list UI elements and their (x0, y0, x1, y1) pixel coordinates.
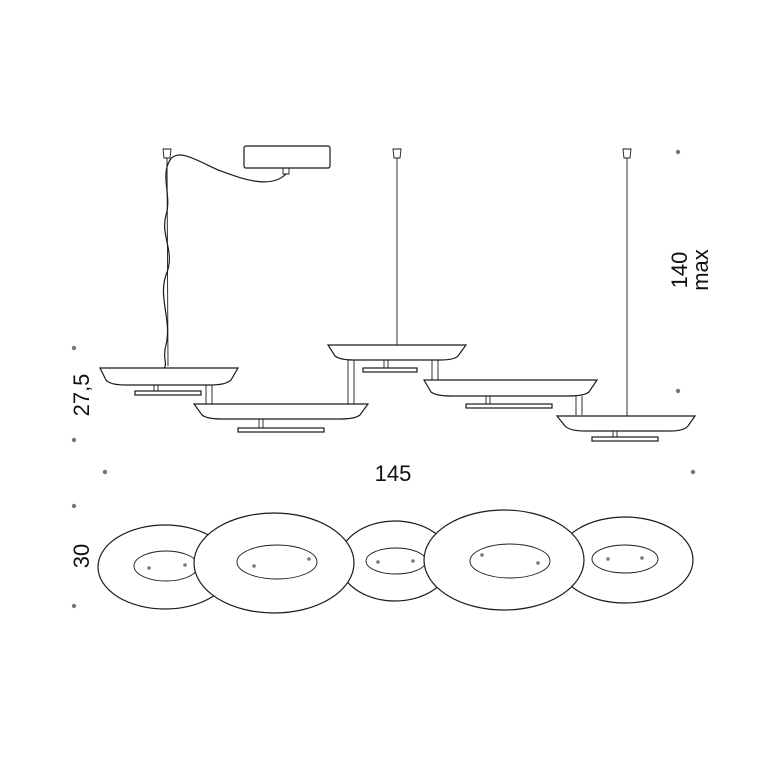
marker-height-top (675, 149, 681, 155)
shade-2 (192, 403, 370, 433)
shade-3 (326, 344, 468, 373)
dimension-markers (71, 149, 696, 609)
marker-height-bottom (675, 388, 681, 394)
shade-1 (99, 367, 240, 396)
dimension-labels: 140 max 27,5 145 30 (69, 249, 713, 568)
plan-view (97, 509, 694, 614)
hook-middle (392, 148, 402, 159)
ceiling-canopy (243, 145, 331, 169)
front-elevation (99, 145, 697, 442)
shade-height-label: 27,5 (69, 374, 94, 417)
depth-label: 30 (69, 544, 94, 568)
shade-4 (422, 379, 599, 409)
arm-4-5 (575, 396, 583, 415)
canopy-cable-outlet (282, 168, 290, 175)
marker-shade-bottom (71, 437, 77, 443)
marker-depth-top (71, 503, 77, 509)
height-max-value: 140 (667, 252, 692, 289)
height-max-unit: max (688, 249, 713, 291)
power-cable (162, 154, 287, 369)
hook-right (622, 148, 632, 159)
arm-3-4 (431, 360, 439, 380)
disc-4 (423, 509, 585, 611)
arm-2-3 (347, 360, 355, 404)
shade-5 (555, 415, 697, 442)
disc-2 (193, 512, 355, 614)
width-label: 145 (375, 461, 412, 486)
marker-depth-bottom (71, 603, 77, 609)
marker-shade-top (71, 345, 77, 351)
marker-width-right (690, 469, 696, 475)
wire-left (166, 157, 169, 367)
hook-left (162, 148, 172, 159)
marker-width-left (102, 469, 108, 475)
arm-1-2 (205, 385, 213, 404)
